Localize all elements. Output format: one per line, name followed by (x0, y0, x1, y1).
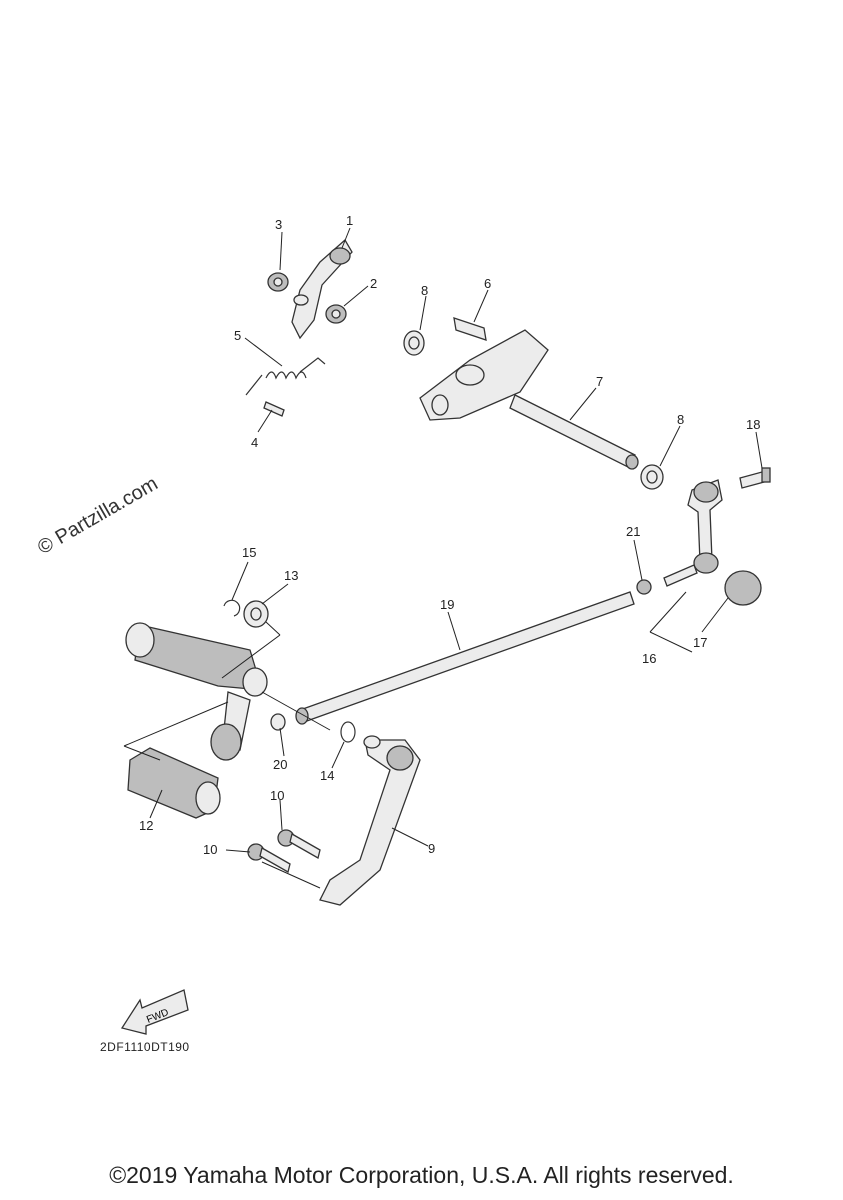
part-20-collar (270, 713, 286, 731)
callout-10-lower: 10 (203, 842, 217, 857)
callout-17: 17 (693, 635, 707, 650)
callout-18: 18 (746, 417, 760, 432)
part-18-bolt (739, 467, 771, 489)
callout-numbers: 1 2 3 4 5 6 7 8 8 9 10 10 12 13 14 15 16… (139, 213, 760, 857)
part-12-pedal-rubber (127, 747, 221, 819)
callout-16: 16 (642, 651, 656, 666)
part-3-collar (267, 272, 289, 292)
part-2-nut (325, 304, 347, 324)
callout-13: 13 (284, 568, 298, 583)
part-7-shift-shaft (419, 329, 639, 470)
callout-7: 7 (596, 374, 603, 389)
part-10-bolt-lower (247, 843, 291, 873)
part-19-shift-rod (295, 591, 635, 725)
leader-lines (123, 227, 763, 889)
callout-6: 6 (484, 276, 491, 291)
part-14-o-ring (340, 721, 356, 743)
part-16-joint-arm (663, 479, 723, 587)
part-9-shift-arm (319, 735, 421, 906)
callout-8-lower: 8 (677, 412, 684, 427)
callout-19: 19 (440, 597, 454, 612)
callout-1: 1 (346, 213, 353, 228)
callout-10-upper: 10 (270, 788, 284, 803)
drawing-code: 2DF1110DT190 (100, 1040, 190, 1054)
part-6-pin (453, 317, 487, 341)
part-17-boot (724, 570, 762, 606)
part-13-washer (243, 600, 269, 628)
callout-20: 20 (273, 757, 287, 772)
shift-pedal-main (125, 622, 268, 761)
callout-4: 4 (251, 435, 258, 450)
copyright-notice: ©2019 Yamaha Motor Corporation, U.S.A. A… (109, 1162, 734, 1188)
part-8-washer-upper (403, 330, 425, 356)
callout-14: 14 (320, 768, 334, 783)
part-8-washer-lower (640, 464, 664, 490)
part-4-pin (263, 401, 285, 417)
part-10-bolt-upper (277, 829, 321, 859)
part-15-clip (223, 599, 241, 617)
callout-15: 15 (242, 545, 256, 560)
part-1-lever (291, 238, 353, 340)
callout-8-upper: 8 (421, 283, 428, 298)
callout-12: 12 (139, 818, 153, 833)
callout-5: 5 (234, 328, 241, 343)
callout-21: 21 (626, 524, 640, 539)
part-5-spring (245, 357, 326, 396)
callout-2: 2 (370, 276, 377, 291)
callout-9: 9 (428, 841, 435, 856)
part-21-nut (636, 579, 652, 595)
callout-3: 3 (275, 217, 282, 232)
fwd-arrow: FWD (120, 989, 189, 1035)
